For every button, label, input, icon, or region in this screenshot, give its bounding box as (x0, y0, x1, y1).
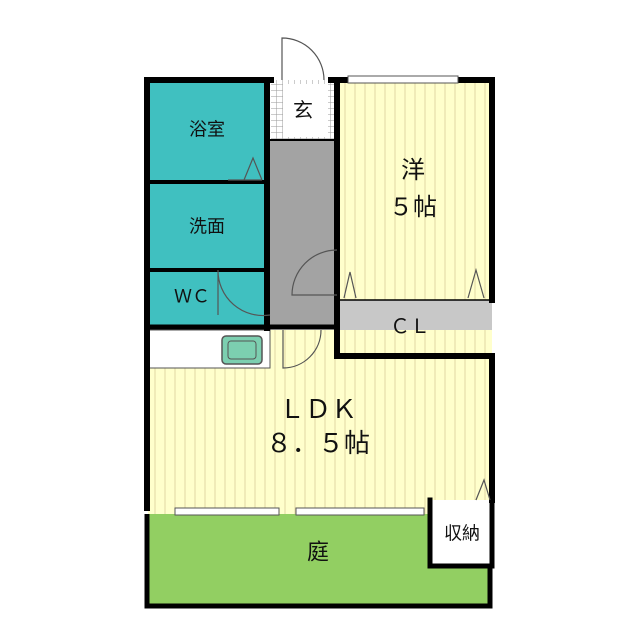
storage-floor (430, 500, 492, 566)
kitchen-sink (221, 335, 263, 365)
western-room-name: 洋 (401, 156, 425, 184)
washroom-label: 洗面 (189, 217, 225, 238)
windows (174, 75, 459, 516)
entrance-label: 玄 (293, 98, 313, 122)
western-room-size: ５帖 (389, 193, 437, 221)
toilet-floor (148, 271, 267, 325)
toilet-label: ＷＣ (174, 287, 210, 308)
bath-label: 浴室 (189, 120, 225, 141)
corridor-floor (267, 140, 337, 326)
bath-floor (148, 80, 267, 181)
washroom-floor (148, 183, 267, 269)
doors (217, 37, 491, 501)
garden-label: 庭 (307, 541, 329, 566)
ldk-size: ８．５帖 (266, 429, 370, 459)
western-room-floor (337, 80, 492, 300)
ldk-name: ＬＤＫ (279, 395, 357, 425)
storage-label: 収納 (444, 524, 480, 545)
garden-border (144, 514, 493, 609)
closet-label: ＣＬ (390, 314, 430, 338)
